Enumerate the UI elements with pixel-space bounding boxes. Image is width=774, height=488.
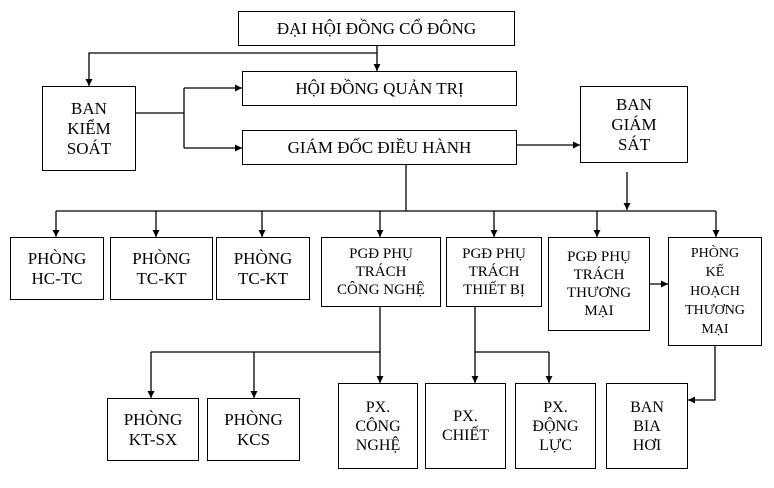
connector-to-bks [85,52,377,86]
node-hoi-dong-quan-tri: HỘI ĐỒNG QUẢN TRỊ [242,71,517,106]
node-pgd-thuong-mai: PGĐ PHỤ TRÁCH THƯƠNG MẠI [548,237,650,331]
node-px-chiet: PX. CHIẾT [425,383,506,469]
node-px-cong-nghe: PX. CÔNG NGHỆ [338,383,418,469]
node-phong-kcs: PHÒNG KCS [207,398,300,461]
node-px-dong-luc: PX. ĐỘNG LỰC [515,383,596,469]
node-pgd-thiet-bi: PGĐ PHỤ TRÁCH THIẾT BỊ [446,237,542,307]
node-phong-hc-tc: PHÒNG HC-TC [10,237,104,300]
node-ban-bia-hoi: BAN BIA HƠI [606,383,688,469]
node-phong-tc-kt-2: PHÒNG TC-KT [216,237,310,300]
node-phong-kt-sx: PHÒNG KT-SX [107,398,199,461]
node-phong-ke-hoach-thuong-mai: PHÒNG KẾ HOẠCH THƯƠNG MẠI [668,237,762,346]
node-phong-tc-kt-1: PHÒNG TC-KT [110,237,213,300]
connector-pkhtm-to-bbh [688,346,716,404]
node-dai-hoi-dong-co-dong: ĐẠI HỘI ĐỒNG CỔ ĐÔNG [238,11,515,46]
node-giam-doc-dieu-hanh: GIÁM ĐỐC ĐIỀU HÀNH [242,130,517,165]
node-ban-kiem-soat: BAN KIỂM SOÁT [42,86,136,171]
node-ban-giam-sat: BAN GIÁM SÁT [580,86,688,163]
node-pgd-cong-nghe: PGĐ PHỤ TRÁCH CÔNG NGHỆ [321,237,441,307]
